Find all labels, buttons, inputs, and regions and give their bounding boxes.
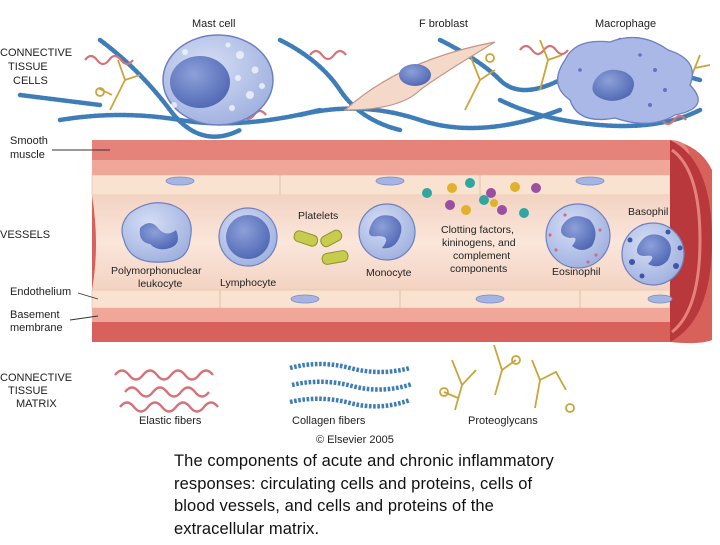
label-clotting-2: kininogens, and bbox=[442, 237, 516, 249]
proteoglycans-sample bbox=[439, 344, 575, 413]
label-elastic-fibers: Elastic fibers bbox=[139, 415, 202, 427]
label-connective-tissue-cells-3: CELLS bbox=[13, 75, 48, 87]
label-basement-membrane-2: membrane bbox=[10, 322, 63, 334]
basophil bbox=[621, 222, 685, 286]
label-clotting-3: complement bbox=[453, 250, 510, 262]
caption-line-1: The components of acute and chronic infl… bbox=[174, 452, 554, 470]
label-connective-tissue-cells-2: TISSUE bbox=[8, 61, 48, 73]
label-vessels: VESSELS bbox=[0, 229, 50, 241]
label-pmn-2: leukocyte bbox=[138, 278, 183, 290]
label-connective-tissue-matrix-2: TISSUE bbox=[8, 385, 48, 397]
polymorphonuclear-leukocyte bbox=[121, 202, 192, 263]
clotting-factor-molecules bbox=[422, 178, 541, 218]
label-smooth-muscle-1: Smooth bbox=[10, 135, 48, 147]
label-proteoglycans: Proteoglycans bbox=[468, 415, 538, 427]
macrophage bbox=[557, 36, 699, 124]
label-macrophage: Macrophage bbox=[595, 18, 656, 30]
label-basophil: Basophil bbox=[628, 206, 668, 218]
caption-line-3: blood vessels, and cells and proteins of… bbox=[174, 497, 494, 515]
label-lymphocyte: Lymphocyte bbox=[220, 277, 276, 289]
caption-line-2: responses: circulating cells and protein… bbox=[174, 474, 533, 493]
label-leader-lines bbox=[52, 149, 110, 321]
platelets bbox=[293, 229, 349, 265]
label-connective-tissue-matrix-1: CONNECTIVE bbox=[0, 372, 72, 384]
elastic-fibers-sample bbox=[114, 369, 219, 413]
collagen-fibers-sample bbox=[289, 361, 413, 409]
label-mast-cell: Mast cell bbox=[192, 18, 235, 30]
mast-cell bbox=[162, 34, 274, 126]
monocyte bbox=[358, 203, 416, 261]
lymphocyte bbox=[218, 207, 278, 267]
label-smooth-muscle-2: muscle bbox=[10, 149, 45, 161]
label-collagen-fibers: Collagen fibers bbox=[292, 415, 366, 427]
label-endothelium: Endothelium bbox=[10, 286, 71, 298]
label-basement-membrane-1: Basement bbox=[10, 309, 60, 321]
label-pmn-1: Polymorphonuclear bbox=[111, 265, 202, 277]
eosinophil bbox=[545, 203, 611, 269]
label-clotting-4: components bbox=[450, 263, 507, 275]
figure-caption: The components of acute and chronic infl… bbox=[174, 450, 604, 540]
label-connective-tissue-cells-1: CONNECTIVE bbox=[0, 47, 72, 59]
label-connective-tissue-matrix-3: MATRIX bbox=[16, 398, 57, 410]
fibroblast bbox=[343, 41, 496, 111]
caption-line-4: extracellular matrix. bbox=[174, 519, 320, 538]
label-eosinophil: Eosinophil bbox=[552, 266, 600, 278]
copyright-notice: © Elsevier 2005 bbox=[316, 434, 394, 446]
label-monocyte: Monocyte bbox=[366, 267, 412, 279]
label-fibroblast: F broblast bbox=[419, 18, 468, 30]
label-platelets: Platelets bbox=[298, 210, 338, 222]
label-clotting-1: Clotting factors, bbox=[441, 224, 514, 236]
